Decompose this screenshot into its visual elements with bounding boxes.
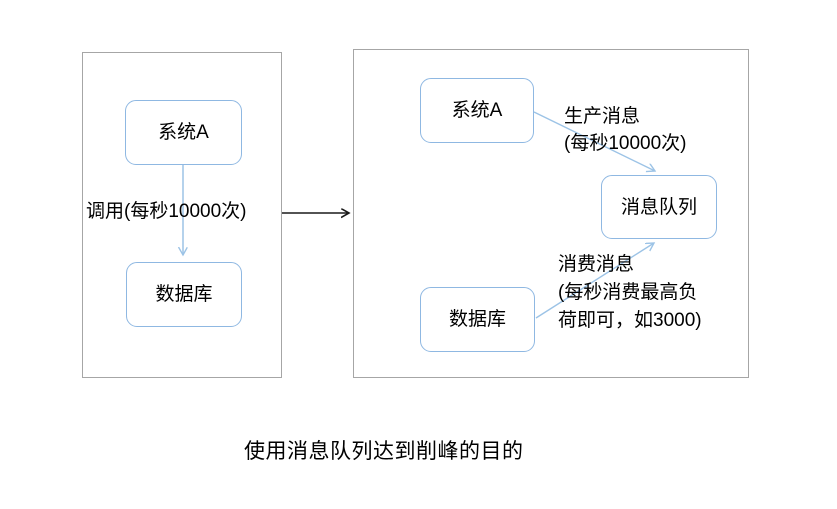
node-database-after: 数据库: [420, 287, 535, 352]
before-panel: [82, 52, 282, 378]
call-rate-label: 调用(每秒10000次): [86, 201, 247, 222]
produce-rate-line-2: (每秒10000次): [564, 133, 687, 154]
consume-rate-line-3: 荷即可，如3000): [558, 310, 702, 331]
node-system-a-after: 系统A: [420, 78, 534, 143]
diagram-caption: 使用消息队列达到削峰的目的: [244, 440, 524, 463]
after-panel: [353, 49, 749, 378]
consume-rate-label: 消费消息 (每秒消费最高负 荷即可，如3000): [558, 251, 702, 335]
node-system-a-before: 系统A: [125, 100, 242, 165]
produce-rate-label: 生产消息 (每秒10000次): [564, 103, 687, 157]
node-database-before: 数据库: [126, 262, 242, 327]
node-message-queue: 消息队列: [601, 175, 717, 239]
produce-rate-line-1: 生产消息: [564, 106, 641, 127]
consume-rate-line-1: 消费消息: [558, 254, 635, 275]
consume-rate-line-2: (每秒消费最高负: [558, 282, 698, 303]
